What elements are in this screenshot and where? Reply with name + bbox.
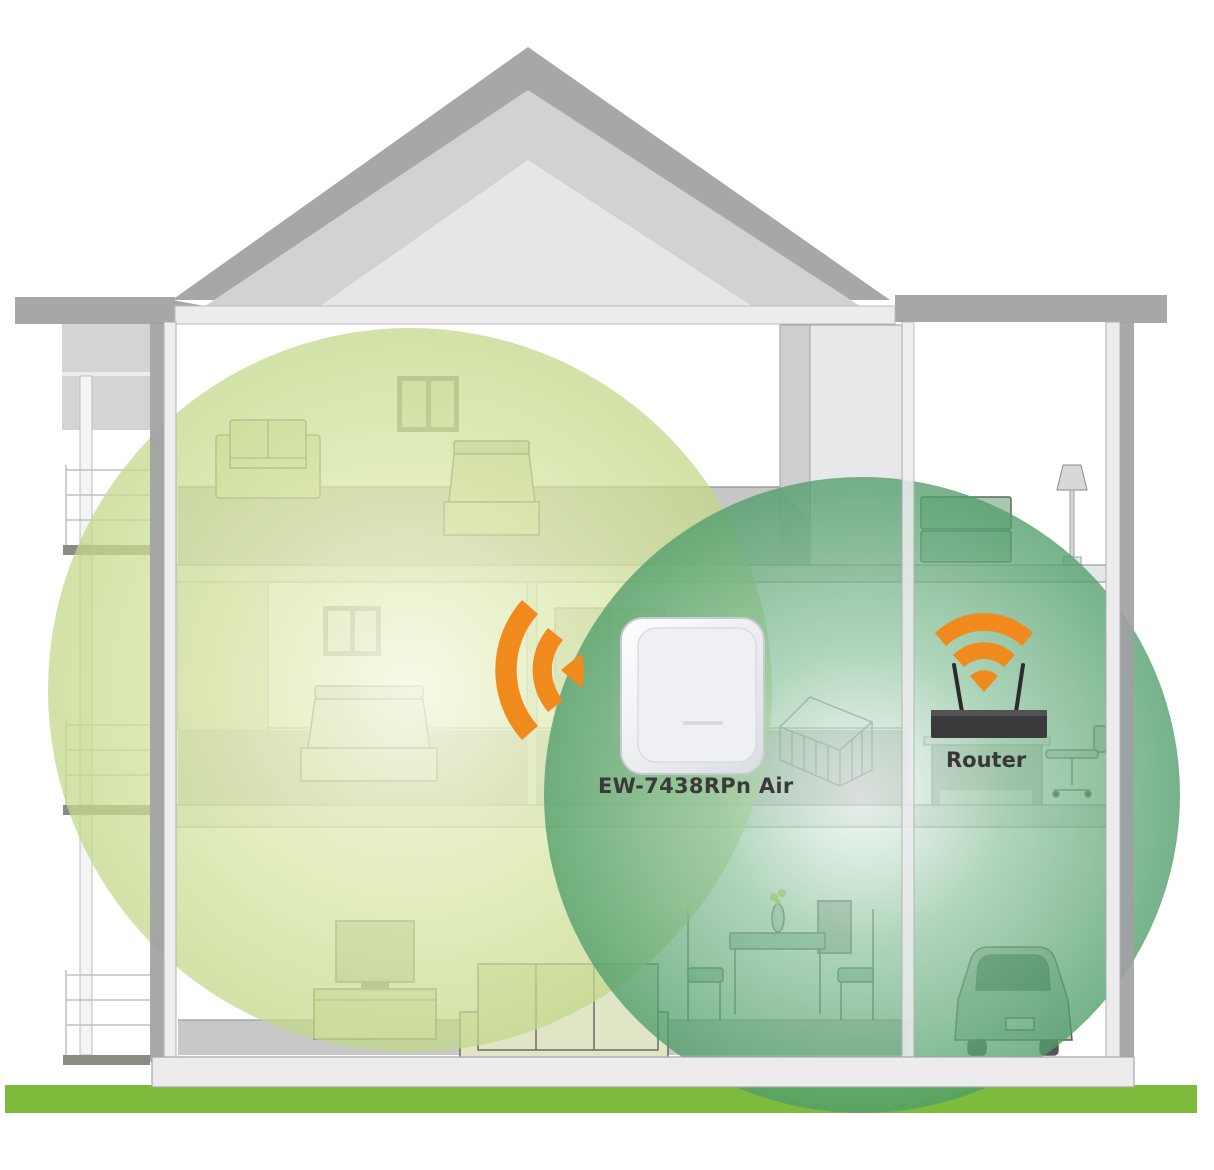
roof <box>15 47 1167 330</box>
walls <box>150 321 1135 1088</box>
router-label: Router <box>946 748 1027 772</box>
range-extender-device <box>620 617 765 775</box>
wifi-signal-left-icon <box>495 600 584 740</box>
router-device <box>931 663 1047 738</box>
extender-model-label: EW-7438RPn Air <box>598 774 794 798</box>
wifi-signal-up-icon <box>935 612 1033 692</box>
grass <box>5 1085 1197 1113</box>
